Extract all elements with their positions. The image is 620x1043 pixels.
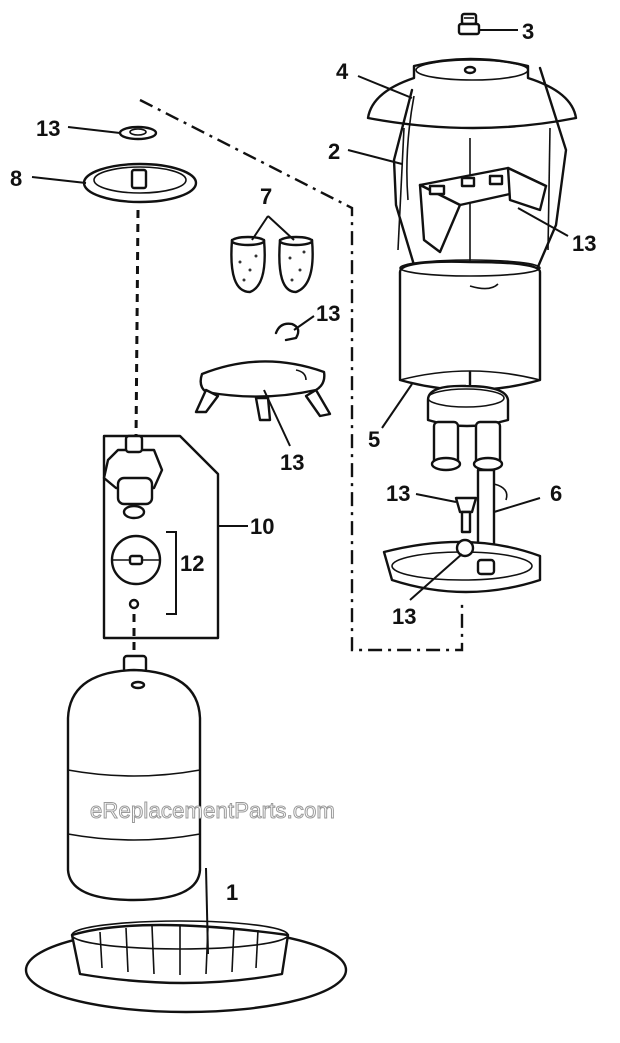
part-burner-base[interactable]	[382, 538, 542, 594]
leader-lines	[31, 29, 569, 955]
part-clip[interactable]	[274, 322, 300, 342]
part-base[interactable]	[24, 920, 348, 1014]
part-propane-cylinder[interactable]	[66, 654, 202, 902]
part-screw[interactable]	[454, 496, 478, 534]
part-ventilator-hood[interactable]	[366, 57, 578, 130]
part-mantles[interactable]	[230, 235, 314, 294]
callout-5: 5	[368, 427, 380, 452]
callout-13-clip: 13	[316, 301, 340, 326]
callout-7: 7	[260, 184, 272, 209]
callout-13-bracket: 13	[572, 231, 596, 256]
callout-10: 10	[250, 514, 274, 539]
part-bottom-plate[interactable]	[82, 162, 198, 204]
callout-8: 8	[10, 166, 22, 191]
callout-12: 12	[180, 551, 204, 576]
callout-13-screw: 13	[386, 481, 410, 506]
callout-1: 1	[226, 880, 238, 905]
part-bail-frame[interactable]	[392, 66, 568, 292]
part-top-nut[interactable]	[457, 12, 481, 36]
callout-labels: 3 4 2 13 13 8 7 13 13 5 6 13 10 12 13 1	[10, 19, 596, 905]
callout-13-cap: 13	[36, 116, 60, 141]
callout-4: 4	[336, 59, 349, 84]
part-valve-knob[interactable]	[110, 534, 162, 610]
part-globe[interactable]	[398, 259, 542, 392]
callout-6: 6	[550, 481, 562, 506]
callout-3: 3	[522, 19, 534, 44]
part-cap-nut[interactable]	[118, 125, 158, 141]
watermark: eReplacementParts.com	[90, 798, 335, 823]
part-regulator-group[interactable]	[102, 434, 220, 640]
part-stand[interactable]	[194, 360, 332, 422]
part-burner-bracket[interactable]	[418, 166, 548, 254]
callout-2: 2	[328, 139, 340, 164]
part-regulator[interactable]	[102, 434, 164, 520]
part-burner-assembly[interactable]	[426, 370, 510, 572]
callout-12-bracket	[166, 531, 177, 615]
mantle-texture	[238, 250, 306, 282]
callout-13-washer: 13	[392, 604, 416, 629]
callout-13-stand: 13	[280, 450, 304, 475]
assembly-guide-lines	[132, 98, 464, 660]
